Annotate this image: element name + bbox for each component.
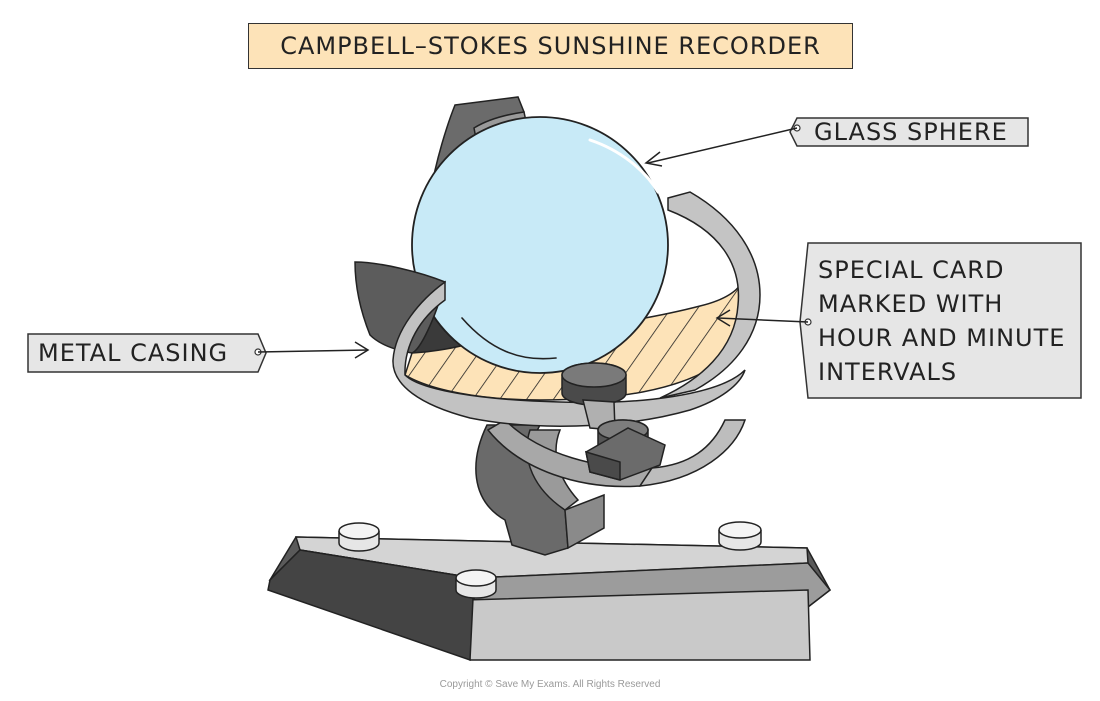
metal-casing-left <box>354 261 446 354</box>
base <box>267 536 832 662</box>
label-glass-sphere: GLASS SPHERE <box>814 118 1008 146</box>
copyright-notice: Copyright © Save My Exams. All Rights Re… <box>439 679 661 690</box>
label-special-card-line-1: SPECIAL CARD <box>818 256 1005 284</box>
bolt-right <box>718 521 762 551</box>
bolt-left <box>338 522 380 552</box>
metal-casing-right <box>659 191 761 399</box>
label-special-card-line-4: INTERVALS <box>818 358 958 386</box>
label-special-card-line-3: HOUR AND MINUTE <box>818 324 1066 352</box>
label-special-card-line-2: MARKED WITH <box>818 290 1004 318</box>
special-card-callout <box>715 242 1082 399</box>
metal-casing-callout <box>27 333 370 373</box>
metal-casing-front-band <box>392 280 746 427</box>
glass-sphere-callout <box>644 117 1029 167</box>
pivot-mount <box>561 362 666 481</box>
bolt-front <box>455 569 497 599</box>
glass-sphere <box>411 116 669 374</box>
diagram-title: CAMPBELL–STOKES SUNSHINE RECORDER <box>248 23 853 69</box>
label-metal-casing: METAL CASING <box>38 339 229 367</box>
